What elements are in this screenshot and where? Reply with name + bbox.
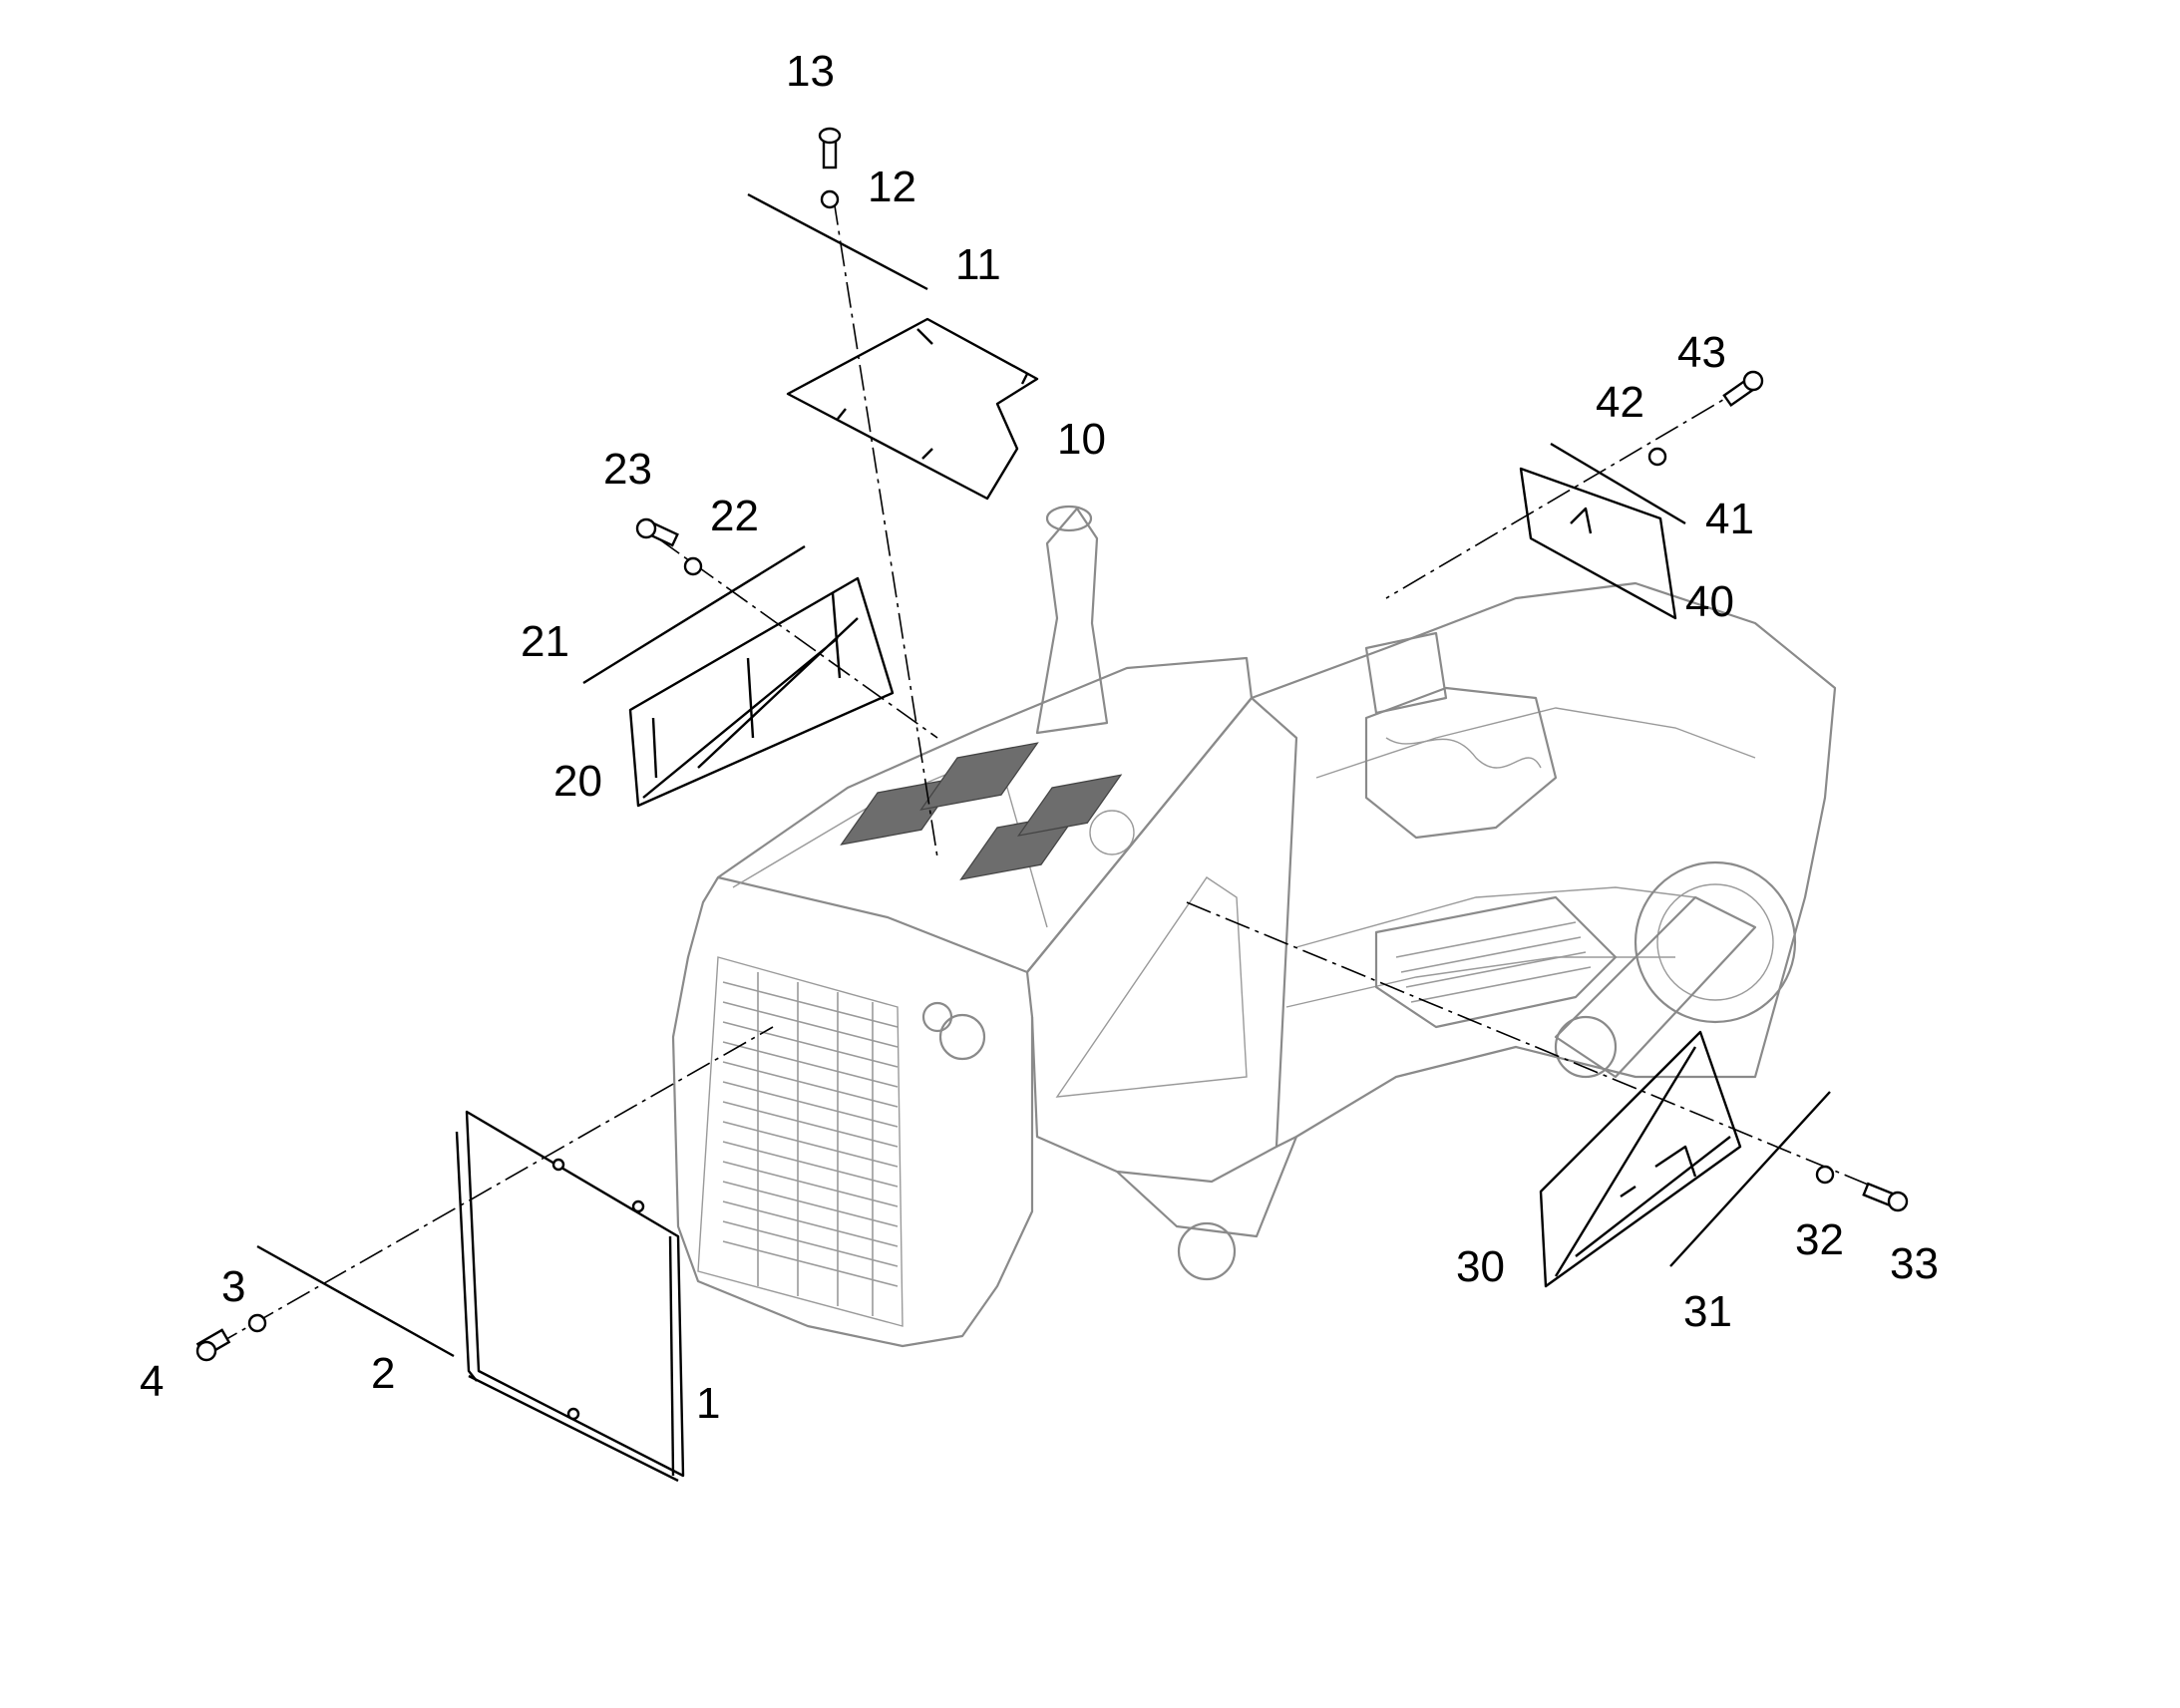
part-20-diagonals (642, 617, 859, 799)
track-frame-arm (1554, 895, 1757, 1079)
part-30-detail (1554, 1046, 1731, 1277)
callout-20: 20 (553, 757, 602, 806)
callout-33: 33 (1890, 1239, 1939, 1288)
part-40-detail (1570, 507, 1593, 534)
control-tower (1364, 631, 1448, 715)
chassis-beam-1 (1295, 886, 1696, 948)
callout-labels: 1 2 3 4 10 11 12 13 20 21 22 23 30 31 32… (140, 47, 1939, 1428)
part-11-strip (747, 192, 928, 291)
final-drive-inner (1656, 883, 1774, 1001)
part-1-front-guard (455, 1110, 685, 1483)
radiator-grille (722, 972, 899, 1316)
exhaust-stack (1035, 507, 1109, 735)
callout-11: 11 (955, 240, 1001, 289)
engine-side-panel (1026, 696, 1298, 1184)
engine-side-diagonal (1055, 876, 1248, 1098)
exhaust-cap (1045, 505, 1093, 532)
hood-mesh-2 (919, 742, 1039, 811)
callout-43: 43 (1677, 328, 1726, 377)
lower-frame (1116, 1136, 1298, 1238)
callout-31: 31 (1683, 1287, 1732, 1336)
leader-left-panel (657, 537, 938, 739)
part-32-washer (1815, 1165, 1835, 1185)
part-30-side-panel (1539, 1030, 1742, 1288)
callout-2: 2 (371, 1349, 395, 1398)
part-21-strip (582, 544, 806, 685)
callout-42: 42 (1596, 378, 1644, 427)
callout-3: 3 (221, 1262, 245, 1311)
callout-4: 4 (140, 1357, 164, 1406)
part-23-bolt (635, 517, 679, 547)
final-drive-ring (1634, 860, 1797, 1024)
step-treads (1395, 921, 1592, 1003)
side-port-left (938, 1013, 986, 1061)
leader-lines (213, 198, 1886, 1347)
leader-front (213, 1026, 774, 1347)
part-42-washer (1647, 447, 1667, 467)
side-port-right (921, 1001, 953, 1033)
lower-coupling (1177, 1221, 1237, 1281)
part-10-top-panel (786, 317, 1039, 501)
callout-32: 32 (1795, 1215, 1844, 1264)
arm-pivot (1554, 1015, 1618, 1079)
machine-body (671, 505, 1837, 1348)
hood-mesh-4 (1017, 774, 1123, 837)
part-2-strip (256, 1244, 455, 1358)
callout-10: 10 (1057, 415, 1106, 464)
callout-41: 41 (1705, 495, 1754, 543)
callout-30: 30 (1456, 1242, 1505, 1291)
part-43-bolt (1722, 370, 1764, 408)
part-10-tabs (837, 328, 1029, 460)
callout-13: 13 (786, 47, 835, 96)
part-22-washer (683, 556, 703, 576)
part-33-bolt (1862, 1182, 1909, 1212)
callout-12: 12 (868, 163, 916, 211)
part-20-side-panel (628, 576, 895, 808)
leader-right-upper (1385, 383, 1751, 599)
hydraulic-cluster (1364, 686, 1558, 840)
part-3-washer (247, 1313, 267, 1333)
rear-chassis-inner (1315, 707, 1756, 779)
radiator-housing (671, 875, 1034, 1348)
radiator-frame (697, 956, 904, 1327)
callout-22: 22 (710, 492, 759, 540)
part-20-hinges (651, 592, 842, 779)
callout-40: 40 (1685, 577, 1734, 626)
part-12-washer (820, 189, 840, 209)
chassis-beam-2 (1285, 956, 1675, 1008)
hood-top (717, 656, 1254, 973)
part-40-rear-panel (1519, 467, 1677, 620)
part-31-strip (1669, 1091, 1831, 1267)
hood-round-cover (1089, 810, 1135, 855)
callout-21: 21 (521, 617, 569, 666)
callout-23: 23 (603, 445, 652, 494)
leader-top (833, 198, 938, 858)
callout-1: 1 (696, 1379, 720, 1428)
hydraulic-lines (1385, 737, 1542, 769)
operator-step (1374, 895, 1618, 1029)
part-13-bolt (818, 127, 842, 170)
part-4-bolt (195, 1328, 231, 1362)
leader-right-lower (1186, 901, 1886, 1193)
rear-chassis (1251, 581, 1837, 1148)
part-41-strip (1550, 442, 1686, 525)
